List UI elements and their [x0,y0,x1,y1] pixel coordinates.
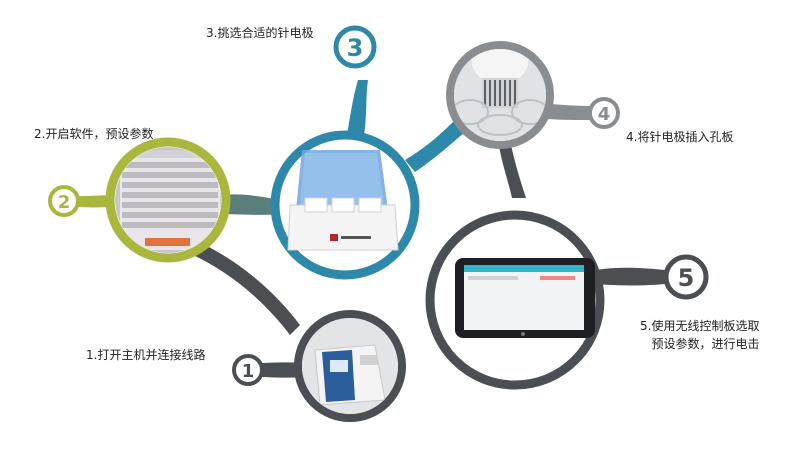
badge-4-number: 4 [598,104,611,125]
badge-2-number: 2 [58,192,71,213]
step1-circle [294,310,406,422]
badge-1: 1 [232,354,264,386]
step5-label: 5.使用无线控制板选取 预设参数，进行电击 [640,317,759,353]
badge-2: 2 [48,185,80,217]
connector-3-badge [345,80,368,145]
software-screen-icon [115,147,221,253]
connector-4-5 [498,140,526,198]
badge-3: 3 [333,25,377,69]
needle-electrode-box-icon [287,150,399,251]
badge-4: 4 [588,97,620,129]
badge-5-number: 5 [678,264,695,292]
connector-5-badge [595,267,665,286]
electroporator-device-icon [302,318,398,414]
step4-circle [446,41,554,149]
connector-2-1 [182,238,300,335]
step5-circle [425,210,605,390]
step3-label: 3.挑选合适的针电极 [206,26,314,40]
badge-1-number: 1 [242,361,255,382]
step2-label: 2.开启软件，预设参数 [34,127,154,141]
connector-2-3 [215,194,283,215]
connector-3-4 [405,115,470,172]
badge-3-number: 3 [347,34,364,62]
wireless-tablet-icon [455,258,595,338]
electrode-plate-icon [454,49,546,141]
step2-circle [105,137,231,263]
step3-circle [270,130,420,280]
badge-5: 5 [663,254,709,300]
step5-label-line1: 5.使用无线控制板选取 [640,319,760,333]
step5-label-line2: 预设参数，进行电击 [651,337,760,351]
step4-label: 4.将针电极插入孔板 [626,130,734,144]
step1-label: 1.打开主机并连接线路 [86,348,206,362]
